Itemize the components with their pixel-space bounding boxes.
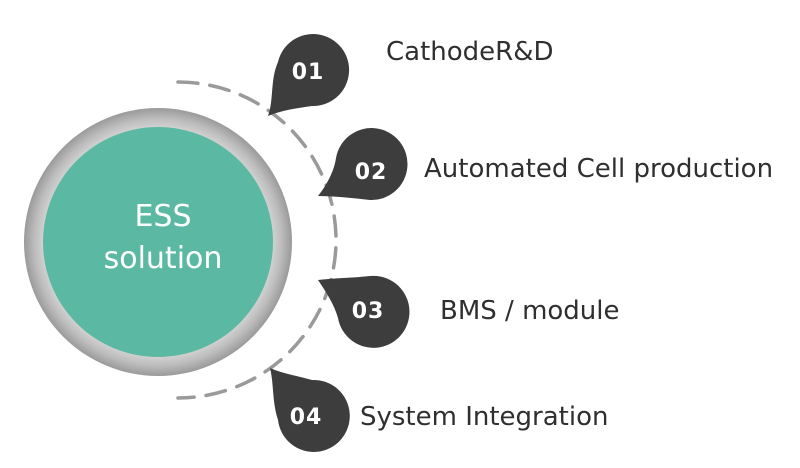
step-04-number: 04 <box>290 405 323 430</box>
step-02-badge <box>318 128 408 201</box>
step-02: 02 Automated Cell production <box>318 128 773 201</box>
step-04-label: System Integration <box>360 402 609 432</box>
center-title-line1: ESS <box>134 199 191 234</box>
dashed-arc <box>176 80 338 400</box>
step-04-badge <box>270 368 350 452</box>
step-03-label: BMS / module <box>440 296 620 326</box>
step-02-label: Automated Cell production <box>424 154 773 184</box>
center-circle <box>43 127 273 357</box>
step-03-badge <box>318 275 410 348</box>
step-04: 04 System Integration <box>270 368 609 452</box>
step-03: 03 BMS / module <box>318 275 620 348</box>
step-02-number: 02 <box>355 160 388 185</box>
center-title-line2: solution <box>104 241 223 276</box>
step-01-badge <box>268 34 350 116</box>
step-01: 01 CathodeR&D <box>268 34 554 116</box>
step-01-number: 01 <box>292 60 325 85</box>
step-01-label: CathodeR&D <box>386 37 554 67</box>
step-03-number: 03 <box>352 299 385 324</box>
